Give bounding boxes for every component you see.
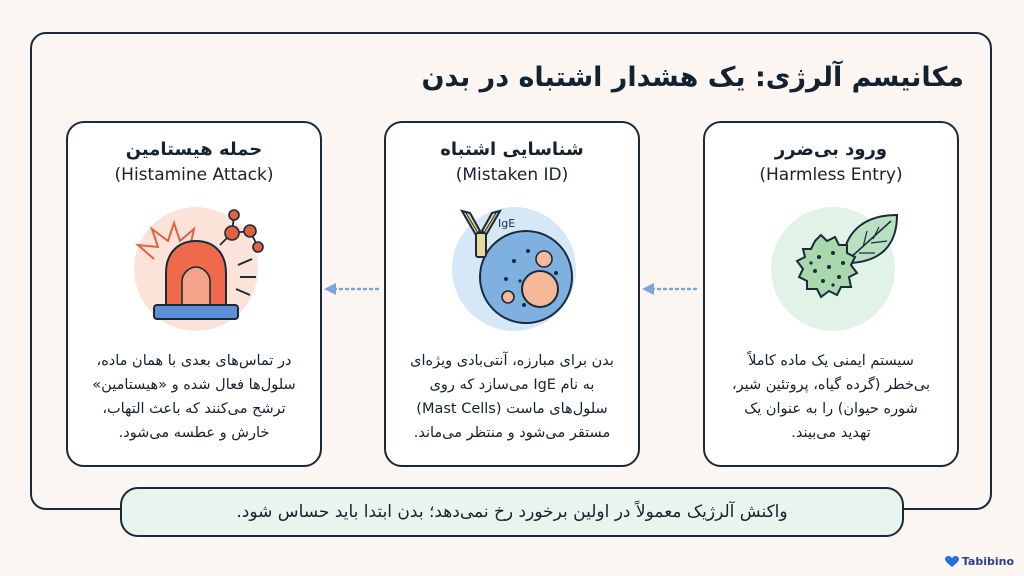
card-subtitle: (Harmless Entry)	[759, 165, 903, 185]
page-title: مکانیسم آلرژی: یک هشدار اشتباه در بدن	[421, 62, 964, 93]
igE-label: IgE	[498, 217, 515, 230]
card-histamine-attack: حمله هیستامین (Histamine Attack) در تماس…	[66, 121, 322, 467]
card-description: در تماس‌های بعدی با همان ماده، سلول‌ها ف…	[92, 353, 296, 441]
pollen-leaf-icon	[771, 207, 899, 331]
card-harmless-entry: ورود بی‌ضرر (Harmless Entry) سیستم ایمنی…	[703, 121, 959, 467]
antibody-mast-cell-icon: IgE	[452, 207, 576, 331]
card-subtitle: (Mistaken ID)	[455, 165, 569, 185]
card-mistaken-id: شناسایی اشتباه (Mistaken ID) IgE بدن برا…	[384, 121, 640, 467]
brand-logo: Tabibino	[944, 555, 1014, 568]
card-description: سیستم ایمنی یک ماده کاملاً بی‌خطر (گرده …	[731, 353, 931, 441]
arrow-left-icon	[324, 283, 382, 295]
card-subtitle: (Histamine Attack)	[114, 165, 274, 185]
logo-text: Tabibino	[961, 555, 1014, 568]
card-title: ورود بی‌ضرر	[774, 139, 888, 160]
footer-banner: واکنش آلرژیک معمولاً در اولین برخورد رخ …	[120, 487, 904, 537]
card-description: بدن برای مبارزه، آنتی‌بادی ویژه‌ای به نا…	[410, 353, 614, 441]
heart-logo-icon	[944, 555, 959, 567]
card-title: حمله هیستامین	[125, 139, 263, 160]
card-title: شناسایی اشتباه	[440, 139, 584, 160]
arrow-left-icon	[642, 283, 700, 295]
alarm-siren-icon	[134, 207, 264, 331]
